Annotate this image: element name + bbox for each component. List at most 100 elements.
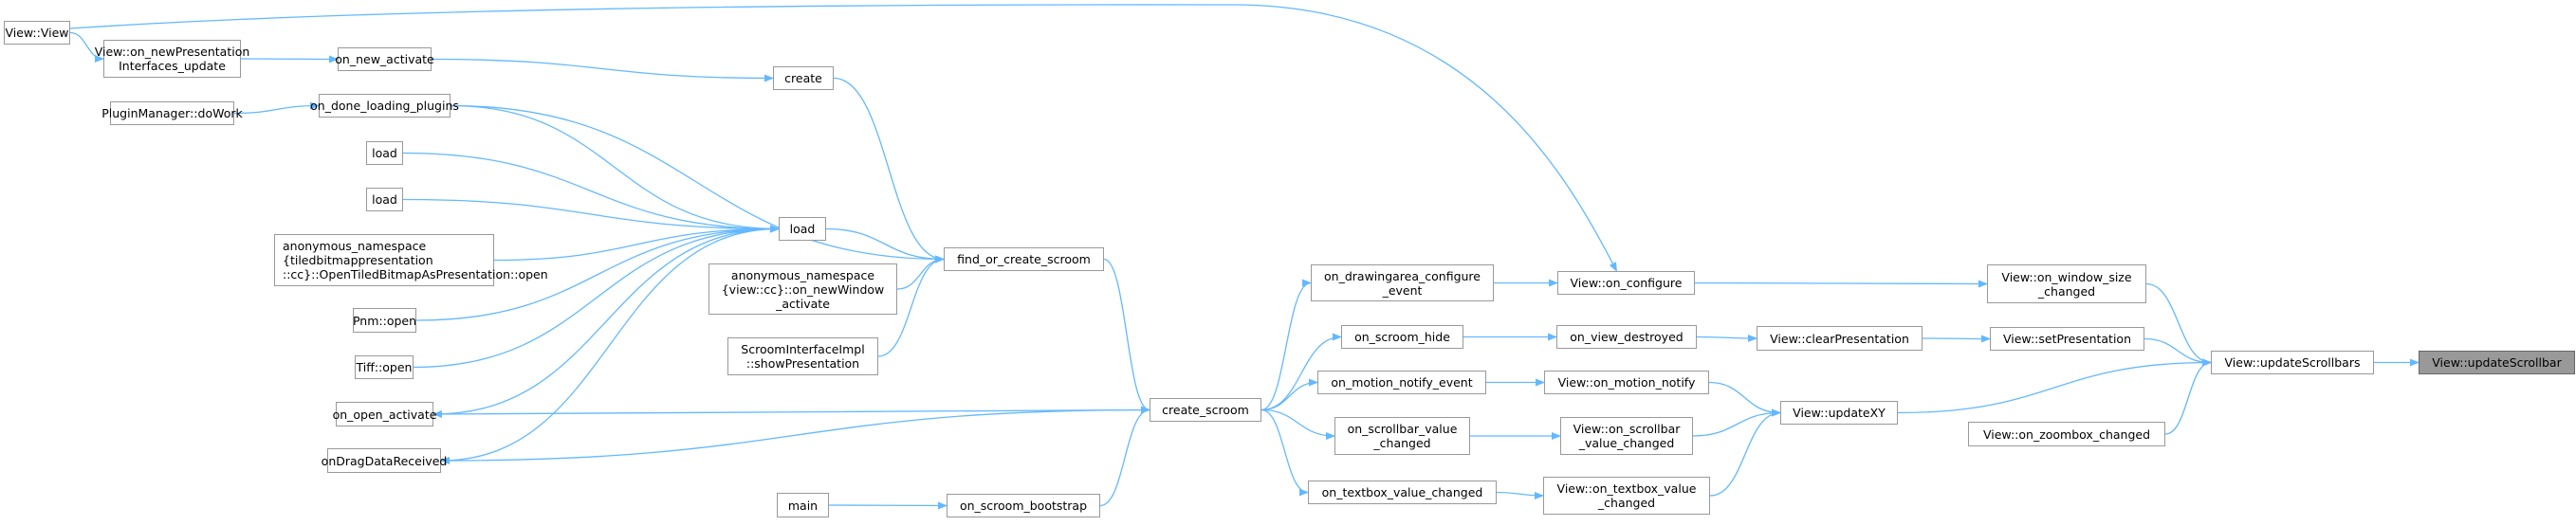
edge-on-newpres-to-on-new-activate <box>240 55 339 63</box>
edge-create-to-find-or-create <box>833 77 945 263</box>
node-label-line: load <box>372 146 397 160</box>
node-view-view[interactable]: View::View <box>4 21 70 45</box>
edge-create-scroom-to-on-textbox <box>1260 408 1309 497</box>
node-label-line: on_scroom_bootstrap <box>959 499 1088 513</box>
node-on-motion-event[interactable]: on_motion_notify_event <box>1317 371 1486 394</box>
node-label-line: _activate <box>776 296 830 311</box>
edge-anon-view-to-find-or-create <box>896 255 945 290</box>
node-label-line: onDragDataReceived <box>321 453 448 468</box>
edge-create-scroom-to-on-open-activate <box>432 408 1150 418</box>
node-label-line: on_drawingarea_configure <box>1324 268 1481 283</box>
edge-on-scroom-bootstrap-to-create-scroom <box>1099 406 1150 507</box>
node-label-line: anonymous_namespace <box>730 267 875 282</box>
node-view-zoombox[interactable]: View::on_zoombox_changed <box>1968 422 2165 446</box>
node-label-line: ScroomInterfaceImpl <box>741 342 865 356</box>
node-create[interactable]: create <box>773 66 834 90</box>
edge-scroom-show-to-find-or-create <box>877 255 945 357</box>
node-label-line: on_scrollbar_value <box>1347 422 1458 436</box>
edge-create-scroom-to-on-scrollbar <box>1260 408 1335 440</box>
edge-plugin-dowork-to-on-done-loading <box>233 101 320 115</box>
node-label-line: View::updateScrollbar <box>2432 355 2562 370</box>
node-view-on-configure[interactable]: View::on_configure <box>1557 271 1695 295</box>
node-load1[interactable]: load <box>366 141 403 165</box>
node-on-scroom-hide[interactable]: on_scroom_hide <box>1341 325 1463 349</box>
node-label-line: View::on_zoombox_changed <box>1982 426 2151 442</box>
node-label-line: on_open_activate <box>332 407 437 422</box>
node-on-new-activate[interactable]: on_new_activate <box>335 47 434 71</box>
node-label-line: {view::cc}::on_newWindow <box>721 281 885 297</box>
node-load[interactable]: load <box>779 217 826 241</box>
node-label-line: create_scroom <box>1162 403 1249 417</box>
node-label-line: load <box>789 222 816 236</box>
node-label-line: on_new_activate <box>335 52 434 66</box>
edge-view-view-to-view-on-configure <box>69 4 1618 272</box>
node-label-line: anonymous_namespace <box>283 239 427 253</box>
node-anon-view[interactable]: anonymous_namespace{view::cc}::on_newWin… <box>708 263 897 315</box>
node-label-line: on_done_loading_plugins <box>310 99 459 113</box>
node-load2[interactable]: load <box>366 188 403 211</box>
node-on-scrollbar[interactable]: on_scrollbar_value_changed <box>1334 417 1470 455</box>
node-label-line: on_scroom_hide <box>1354 330 1450 344</box>
node-on-textbox[interactable]: on_textbox_value_changed <box>1308 481 1497 504</box>
edge-tiff-open-to-load <box>413 225 780 369</box>
node-view-on-motion[interactable]: View::on_motion_notify <box>1544 371 1709 394</box>
node-view-updatexy[interactable]: View::updateXY <box>1780 401 1898 425</box>
edge-view-updatexy-to-view-updatescrollbars <box>1897 358 2212 414</box>
node-label-line: View::clearPresentation <box>1770 331 1909 346</box>
node-label-line: View::updateXY <box>1793 406 1886 420</box>
edge-main-to-on-scroom-bootstrap <box>828 501 948 510</box>
node-on-drag[interactable]: onDragDataReceived <box>322 448 447 473</box>
edge-on-textbox-to-view-on-textbox <box>1496 491 1544 499</box>
node-on-scroom-bootstrap[interactable]: on_scroom_bootstrap <box>947 494 1100 517</box>
node-label-line: View::on_motion_notify <box>1557 375 1696 390</box>
node-label-line: ::showPresentation <box>745 356 860 371</box>
node-label-line: create <box>784 71 822 85</box>
node-label-line: load <box>372 192 397 207</box>
edge-view-setpres-to-view-updatescrollbars <box>2144 337 2212 367</box>
node-label-line: View::on_textbox_value <box>1556 481 1697 496</box>
node-view-updatescrollbars[interactable]: View::updateScrollbars <box>2211 351 2374 374</box>
edge-pnm-open-to-load <box>415 225 780 321</box>
edge-view-on-motion-to-view-updatexy <box>1708 381 1781 417</box>
node-plugin-dowork[interactable]: PluginManager::doWork <box>101 101 243 125</box>
node-view-clear[interactable]: View::clearPresentation <box>1757 326 1923 351</box>
node-tiff-open[interactable]: Tiff::open <box>355 355 414 379</box>
node-label-line: Pnm::open <box>352 313 417 328</box>
node-view-window-size[interactable]: View::on_window_size_changed <box>1987 264 2146 303</box>
node-label-line: PluginManager::doWork <box>101 106 243 120</box>
edge-view-zoombox-to-view-updatescrollbars <box>2164 358 2212 435</box>
node-view-setpres[interactable]: View::setPresentation <box>1990 327 2144 351</box>
node-view-on-textbox[interactable]: View::on_textbox_value_changed <box>1543 477 1710 515</box>
node-on-drawingarea[interactable]: on_drawingarea_configure_event <box>1311 264 1494 301</box>
edge-create-scroom-to-on-drag <box>440 408 1150 464</box>
node-label-line: on_view_destroyed <box>1570 330 1684 344</box>
node-find-or-create[interactable]: find_or_create_scroom <box>944 247 1104 271</box>
node-label-line: View::updateScrollbars <box>2224 355 2361 370</box>
edge-view-on-scrollbar-to-view-updatexy <box>1692 408 1781 437</box>
edge-view-on-configure-to-view-window-size <box>1694 280 1988 288</box>
node-on-done-loading[interactable]: on_done_loading_plugins <box>310 94 459 118</box>
node-main[interactable]: main <box>777 493 829 517</box>
edge-view-window-size-to-view-updatescrollbars <box>2145 282 2212 367</box>
node-label-line: Interfaces_update <box>119 59 226 73</box>
node-label-line: main <box>787 498 819 513</box>
edge-view-clear-to-view-setpres <box>1922 335 1991 343</box>
node-label-line: find_or_create_scroom <box>957 252 1091 266</box>
node-anon-tiled[interactable]: anonymous_namespace{tiledbitmappresentat… <box>274 234 548 286</box>
node-label-line: _event <box>1382 282 1423 298</box>
node-view-updatescrollbar[interactable]: View::updateScrollbar <box>2419 351 2575 374</box>
node-create-scroom[interactable]: create_scroom <box>1150 398 1261 422</box>
node-on-open-activate[interactable]: on_open_activate <box>333 402 436 426</box>
node-on-view-destroyed[interactable]: on_view_destroyed <box>1556 325 1697 349</box>
node-pnm-open[interactable]: Pnm::open <box>353 308 416 333</box>
edge-load1-to-load <box>402 152 780 233</box>
edge-find-or-create-to-create-scroom <box>1103 258 1150 414</box>
node-label-line: View::on_scrollbar <box>1573 422 1681 436</box>
edge-on-done-loading-to-find-or-create <box>450 104 945 263</box>
node-label-line: ::cc}::OpenTiledBitmapAsPresentation::op… <box>283 267 548 281</box>
edge-create-scroom-to-on-scroom-hide <box>1260 333 1342 411</box>
edge-view-view-to-on-newpres <box>69 31 104 63</box>
node-scroom-show[interactable]: ScroomInterfaceImpl::showPresentation <box>727 337 878 375</box>
node-view-on-scrollbar[interactable]: View::on_scrollbar_value_changed <box>1560 417 1693 455</box>
